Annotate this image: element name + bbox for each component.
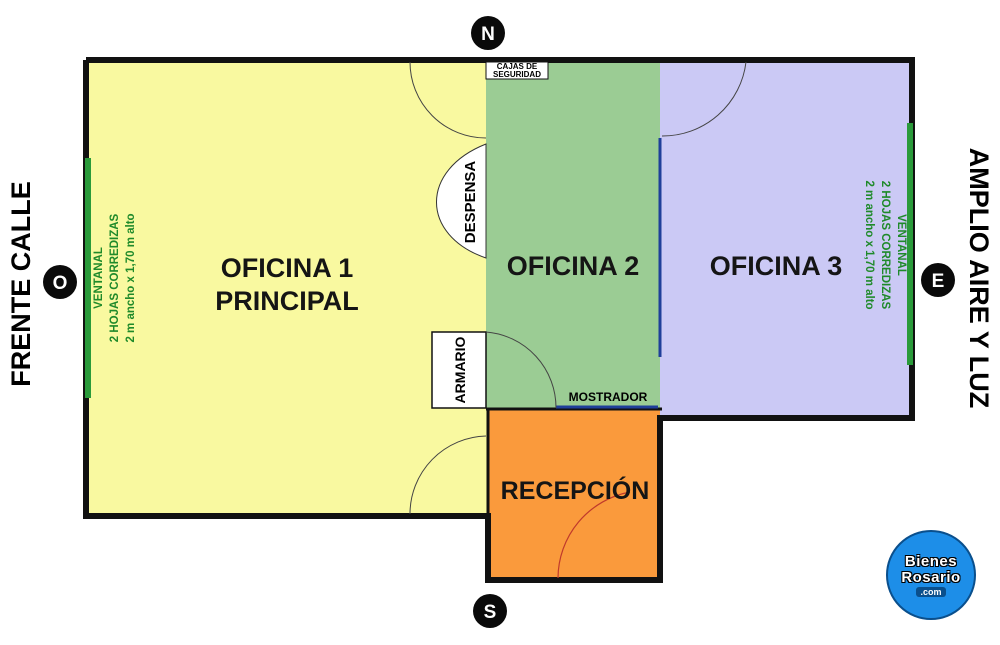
room-oficina-1 — [86, 60, 488, 516]
ventanal-east-label: VENTANAL 2 HOJAS CORREDIZAS 2 m ancho x … — [863, 180, 907, 309]
cajas-label-line1: CAJAS DE — [497, 62, 538, 71]
despensa-label: DESPENSA — [462, 161, 479, 244]
oficina-1-subtitle: PRINCIPAL — [215, 286, 359, 316]
oficina-2-title: OFICINA 2 — [507, 251, 640, 281]
compass-north: N — [471, 16, 505, 50]
compass-north-letter: N — [481, 24, 495, 45]
door-swing-recepcion — [557, 491, 631, 579]
room-oficina-2 — [486, 60, 662, 410]
compass-south: S — [473, 594, 507, 628]
recepcion-title: RECEPCIÓN — [501, 475, 650, 505]
ventanal-west-line3: 2 m ancho x 1,70 m alto — [125, 213, 137, 342]
logo-line3: .com — [916, 586, 946, 597]
room-recepcion — [488, 410, 660, 580]
armario-box — [431, 331, 487, 409]
ventanal-east-line2: 2 HOJAS CORREDIZAS — [879, 181, 891, 310]
door-swing-oficina-1-south — [409, 435, 487, 515]
despensa-closet — [436, 143, 487, 259]
compass-east: E — [921, 263, 955, 297]
armario-label: ARMARIO — [452, 336, 468, 403]
oficina-3-title: OFICINA 3 — [710, 251, 843, 281]
amplio-aire-luz-label: AMPLIO AIRE Y LUZ — [964, 148, 994, 409]
ventanal-west-label: VENTANAL 2 HOJAS CORREDIZAS 2 m ancho x … — [93, 213, 137, 342]
compass-east-letter: E — [932, 271, 945, 292]
logo-line1: Bienes — [904, 552, 958, 570]
frente-calle-label: FRENTE CALLE — [6, 181, 36, 387]
cajas-seguridad-box — [485, 61, 549, 80]
oficina-1-title: OFICINA 1 — [221, 253, 354, 283]
compass-west-letter: O — [53, 273, 68, 294]
room-oficina-3 — [660, 60, 910, 418]
door-swing-oficina-3-north — [661, 61, 747, 137]
door-swing-oficina-1-north — [409, 61, 487, 139]
ventanal-west-line1: VENTANAL — [93, 247, 105, 309]
logo-line2: Rosario — [901, 568, 961, 586]
ventanal-east-line1: VENTANAL — [895, 214, 907, 276]
mostrador-label: MOSTRADOR — [569, 390, 648, 404]
door-swing-armario — [485, 331, 557, 409]
ventanal-east-line3: 2 m ancho x 1,70 m alto — [863, 180, 875, 309]
ventanal-west-line2: 2 HOJAS CORREDIZAS — [109, 213, 121, 342]
bienes-rosario-logo: Bienes Rosario .com — [886, 530, 976, 620]
cajas-label-line2: SEGURIDAD — [493, 70, 541, 79]
compass-south-letter: S — [484, 602, 497, 623]
compass-west: O — [43, 265, 77, 299]
